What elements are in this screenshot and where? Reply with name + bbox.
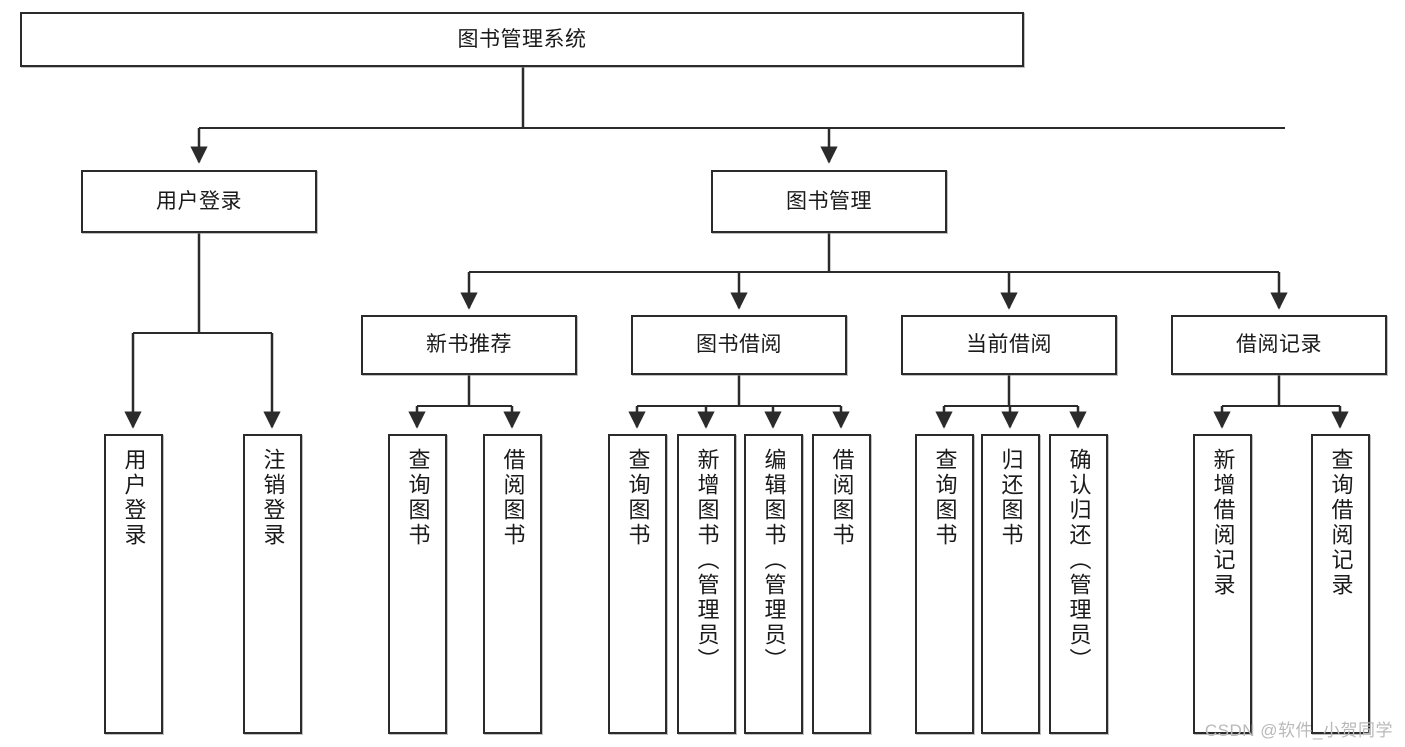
node-label: 查询图书 [625, 448, 651, 548]
node-leaf-user-login-signout[interactable]: 注销登录 [243, 434, 302, 734]
node-label: 新增借阅记录 [1210, 448, 1236, 598]
node-label: 归还图书 [998, 448, 1024, 548]
node-root-system[interactable]: 图书管理系统 [20, 12, 1024, 67]
node-book-management[interactable]: 图书管理 [711, 170, 947, 233]
node-leaf-new-book-borrow[interactable]: 借阅图书 [483, 434, 542, 734]
node-label: 编辑图书（管理员） [761, 448, 787, 673]
node-label: 图书管理 [786, 189, 872, 213]
node-label: 新书推荐 [426, 333, 512, 357]
node-book-borrow[interactable]: 图书借阅 [631, 315, 847, 375]
node-label: 借阅图书 [500, 448, 526, 548]
node-leaf-book-borrow-edit[interactable]: 编辑图书（管理员） [744, 434, 803, 734]
node-borrow-record[interactable]: 借阅记录 [1171, 315, 1387, 375]
node-label: 借阅记录 [1236, 333, 1322, 357]
node-label: 新增图书（管理员） [694, 448, 720, 673]
node-leaf-book-borrow-lend[interactable]: 借阅图书 [812, 434, 871, 734]
node-label: 用户登录 [121, 448, 147, 548]
node-label: 图书管理系统 [457, 27, 587, 51]
node-label: 当前借阅 [966, 333, 1052, 357]
node-leaf-user-login-signin[interactable]: 用户登录 [104, 434, 163, 734]
node-label: 用户登录 [156, 189, 242, 213]
node-label: 借阅图书 [829, 448, 855, 548]
watermark: CSDN @软件_小贺同学 [1204, 721, 1393, 740]
node-user-login[interactable]: 用户登录 [81, 170, 317, 233]
node-leaf-book-borrow-add[interactable]: 新增图书（管理员） [677, 434, 736, 734]
node-leaf-current-borrow-return[interactable]: 归还图书 [981, 434, 1040, 734]
node-leaf-new-book-query[interactable]: 查询图书 [388, 434, 447, 734]
node-label: 注销登录 [260, 448, 286, 548]
node-leaf-current-borrow-query[interactable]: 查询图书 [915, 434, 974, 734]
node-leaf-borrow-record-add[interactable]: 新增借阅记录 [1193, 434, 1252, 734]
node-label: 查询借阅记录 [1328, 448, 1354, 598]
node-leaf-borrow-record-query[interactable]: 查询借阅记录 [1311, 434, 1370, 734]
node-label: 查询图书 [932, 448, 958, 548]
node-leaf-current-borrow-confirm[interactable]: 确认归还（管理员） [1049, 434, 1108, 734]
node-label: 确认归还（管理员） [1066, 448, 1092, 673]
node-leaf-book-borrow-query[interactable]: 查询图书 [608, 434, 667, 734]
node-new-book-recommend[interactable]: 新书推荐 [361, 315, 577, 375]
node-label: 查询图书 [405, 448, 431, 548]
node-label: 图书借阅 [696, 333, 782, 357]
node-current-borrow[interactable]: 当前借阅 [901, 315, 1117, 375]
